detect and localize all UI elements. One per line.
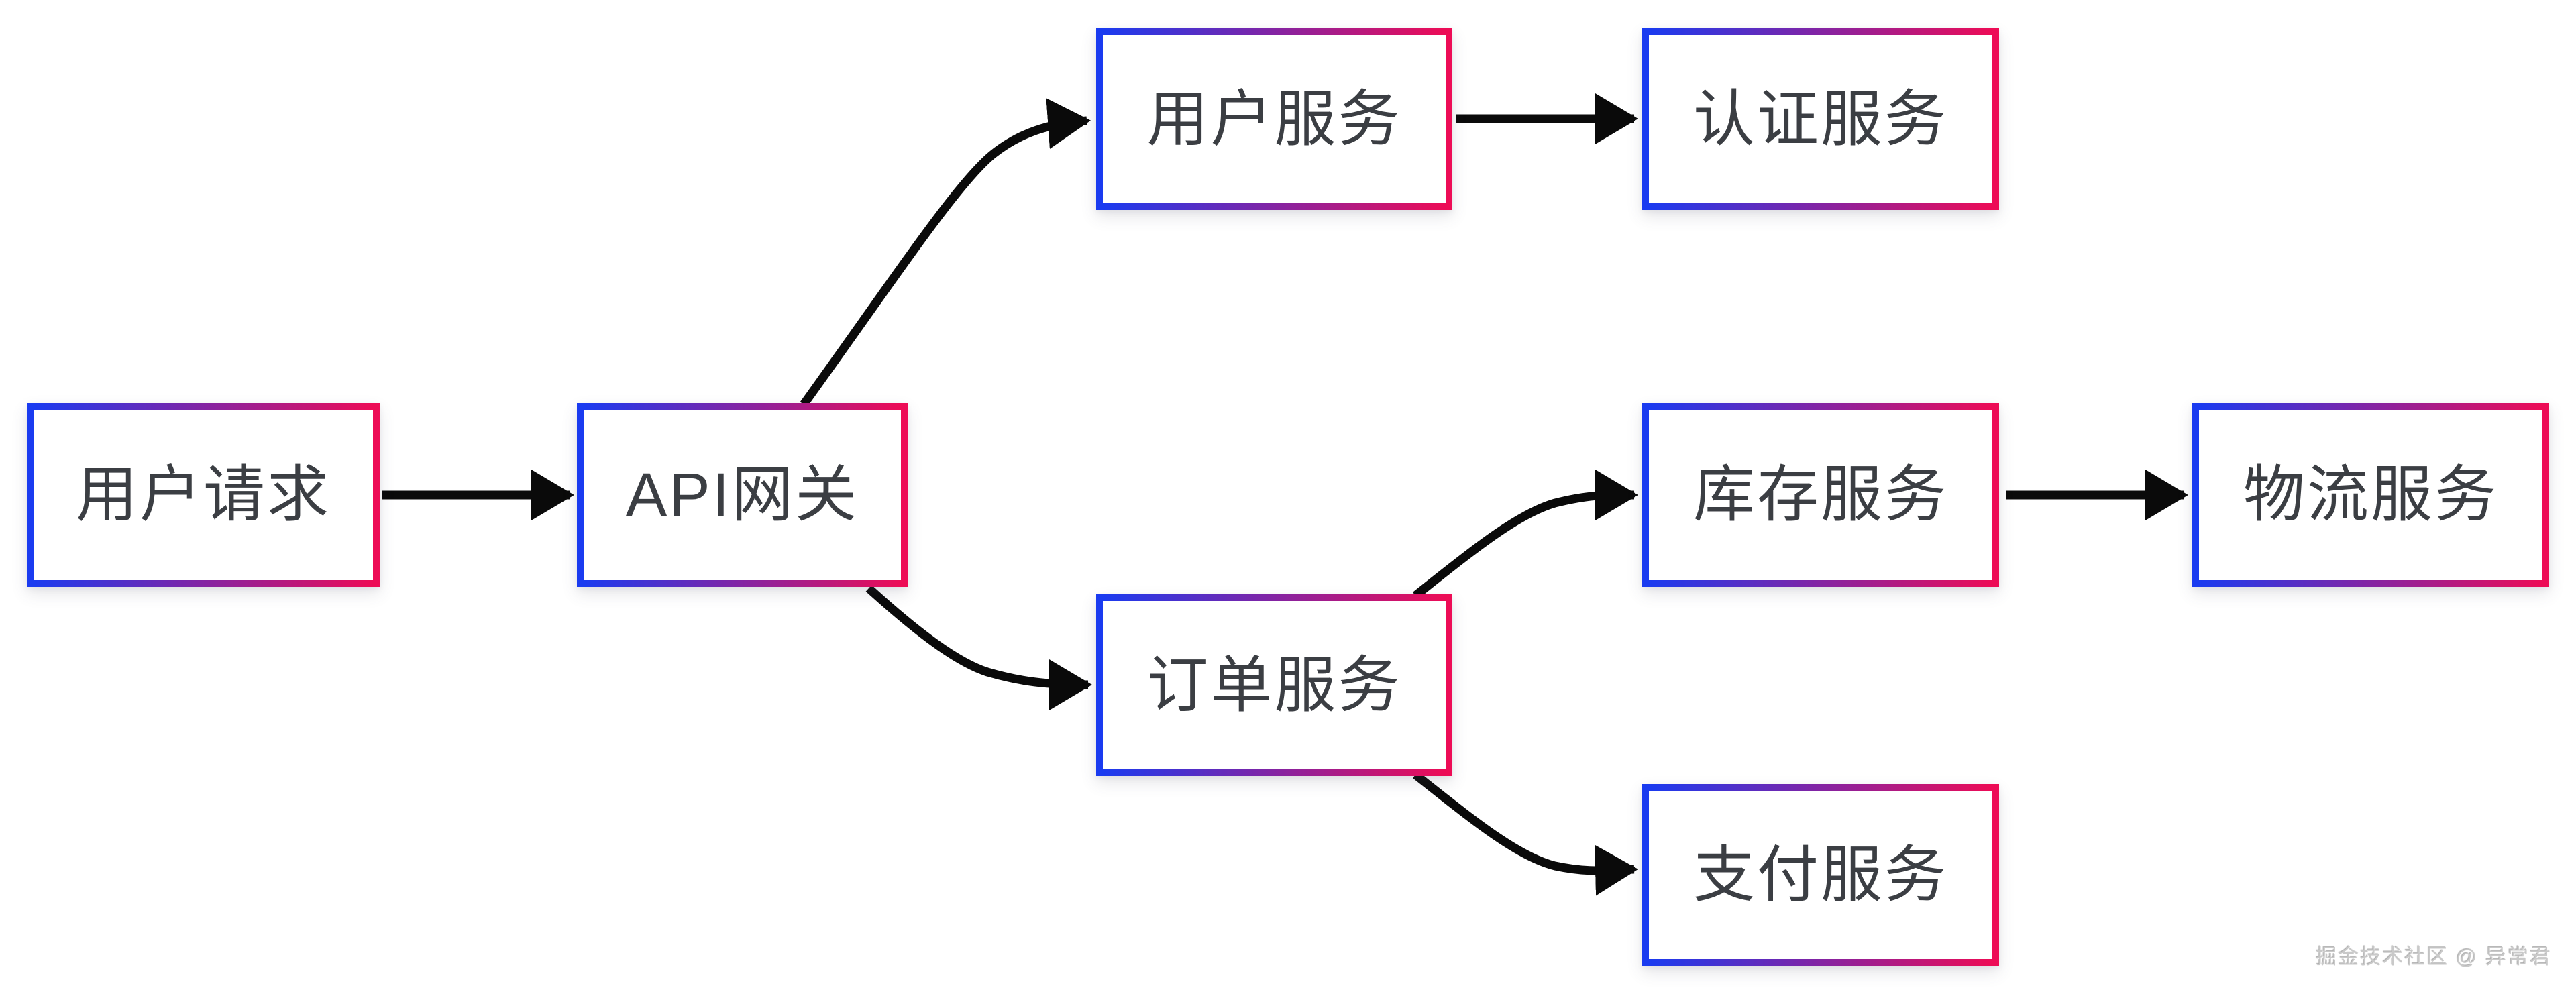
edge-api-gateway-user-service <box>800 98 1091 407</box>
node-user-request: 用户请求 <box>27 403 380 587</box>
edge-order-service-inventory-service <box>1412 469 1638 600</box>
watermark: 掘金技术社区 @ 异常君 <box>2316 945 2552 969</box>
node-user-service: 用户服务 <box>1096 28 1452 210</box>
node-label: 库存服务 <box>1693 461 1948 529</box>
edge-api-gateway-order-service <box>865 585 1092 710</box>
node-auth-service: 认证服务 <box>1642 28 1999 210</box>
node-label: API网关 <box>625 461 859 529</box>
node-payment-service: 支付服务 <box>1642 784 1999 966</box>
node-label: 支付服务 <box>1693 840 1948 909</box>
node-label: 认证服务 <box>1693 85 1948 154</box>
edge-order-service-payment-service <box>1412 771 1638 896</box>
node-inventory-service: 库存服务 <box>1642 403 1999 587</box>
node-logistics-service: 物流服务 <box>2192 403 2549 587</box>
node-api-gateway: API网关 <box>577 403 908 587</box>
node-label: 用户服务 <box>1146 85 1402 154</box>
node-label: 物流服务 <box>2243 461 2498 529</box>
node-order-service: 订单服务 <box>1096 594 1452 776</box>
node-label: 订单服务 <box>1146 651 1402 720</box>
node-label: 用户请求 <box>75 461 331 529</box>
